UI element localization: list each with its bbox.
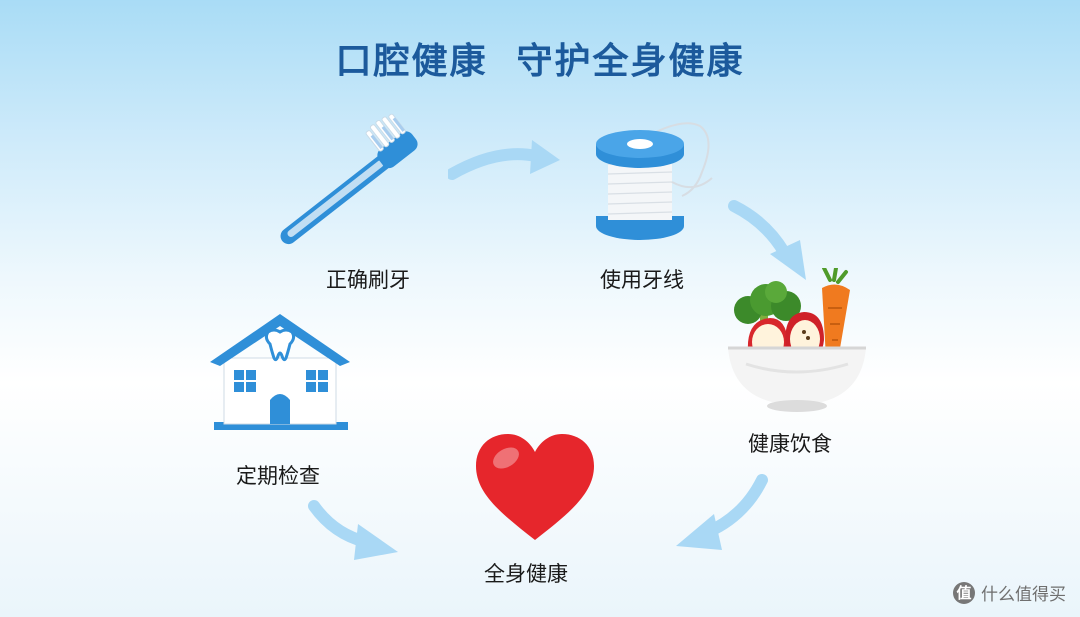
flow-arrow-2 bbox=[728, 200, 806, 280]
heart-icon bbox=[476, 434, 594, 540]
step-label-brushing: 正确刷牙 bbox=[326, 268, 410, 292]
watermark: 值 什么值得买 bbox=[953, 580, 1066, 605]
floss-spool-icon bbox=[596, 122, 713, 240]
dental-clinic-icon bbox=[210, 314, 350, 430]
step-label-flossing: 使用牙线 bbox=[600, 268, 684, 292]
flow-arrow-1 bbox=[448, 140, 560, 180]
flow-arrow-3 bbox=[676, 474, 768, 550]
flow-arrow-4 bbox=[308, 500, 398, 560]
watermark-text: 什么值得买 bbox=[981, 585, 1066, 605]
step-label-diet: 健康饮食 bbox=[748, 432, 832, 456]
step-label-result: 全身健康 bbox=[484, 562, 568, 586]
step-label-checkup: 定期检查 bbox=[236, 464, 320, 488]
toothbrush-icon bbox=[280, 113, 418, 245]
food-bowl-icon bbox=[728, 268, 866, 412]
watermark-badge: 值 bbox=[953, 581, 975, 604]
page-title: 口腔健康 守护全身健康 bbox=[335, 41, 745, 82]
